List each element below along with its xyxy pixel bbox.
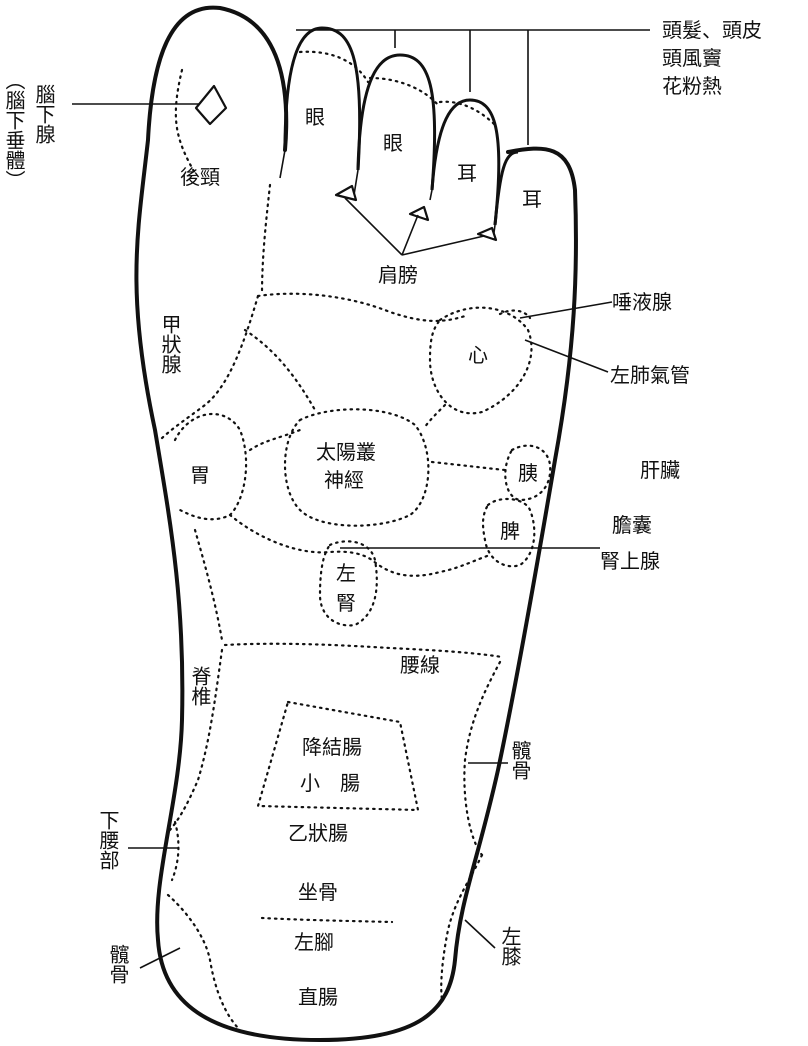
label-liver: 肝臟 (640, 458, 680, 482)
zone-stomach: 胃 (190, 463, 210, 487)
callout-hair-line (296, 29, 650, 145)
callout-lung-line (524, 339, 609, 373)
shoulder-mark-1 (334, 184, 358, 202)
lumbar-line (223, 642, 504, 659)
zone-eye-2: 眼 (383, 131, 403, 155)
toe-dotted-3 (368, 76, 440, 107)
zone-ear-2: 耳 (522, 187, 542, 211)
zone-sigmoid: 乙狀腸 (288, 821, 348, 845)
stomach-zone (173, 412, 248, 521)
zone-left-foot: 左腳 (294, 930, 334, 954)
toe-2-outline (283, 26, 362, 171)
zone-spine: 脊椎 (188, 666, 212, 706)
label-gallbladder: 膽囊 (612, 513, 652, 537)
foot-outline (134, 5, 578, 1042)
colon-zone (256, 700, 420, 812)
callout-hip-left-line (139, 947, 181, 969)
stomach-edge (248, 428, 302, 452)
pituitary-mark (194, 84, 228, 126)
sciatic-line (260, 916, 394, 924)
zone-solar-plexus-1: 太陽叢 (316, 440, 376, 464)
toe-3-outline (356, 53, 437, 191)
label-hip-left: 髖骨 (106, 944, 130, 984)
pancreas-link (430, 460, 507, 472)
zone-colon: 降結腸 (302, 735, 362, 759)
shoulder-mark-3 (476, 226, 498, 242)
heart-zone (428, 306, 533, 415)
zone-left-kidney-2: 腎 (336, 591, 356, 615)
label-left-knee: 左膝 (498, 926, 522, 966)
thyroid-line (158, 294, 260, 442)
zone-shoulder: 肩膀 (378, 263, 418, 287)
knee-zone (440, 853, 484, 1002)
spine-upper (193, 528, 224, 642)
hip-right-zone (463, 660, 502, 857)
diaphragm-line (256, 292, 467, 323)
lower-back-zone (170, 820, 180, 882)
toe-crease-1 (279, 149, 286, 179)
toe-dotted-5 (260, 183, 272, 297)
label-hair-scalp: 頭髮、頭皮 (662, 18, 762, 42)
label-pituitary: 腦下腺 (32, 84, 56, 144)
thyroid-arc (243, 328, 317, 412)
zone-rectum: 直腸 (298, 985, 338, 1009)
zone-sciatic: 坐骨 (298, 880, 338, 904)
zone-pancreas: 胰 (518, 461, 538, 485)
callout-saliva-line (519, 301, 613, 319)
callout-shoulder-line (344, 197, 485, 256)
zone-eye-1: 眼 (305, 105, 325, 129)
heart-tail (422, 403, 447, 430)
pancreas-zone (504, 444, 552, 502)
zone-spleen: 脾 (500, 519, 520, 543)
label-pituitary-alt: （腦下垂體） (2, 70, 26, 190)
label-sinus: 頭風竇 (662, 46, 722, 70)
zone-lumbar-gland: 腰線 (400, 653, 440, 677)
zone-thyroid: 甲狀腺 (158, 314, 182, 374)
label-lower-back: 下腰部 (96, 810, 120, 870)
callout-knee-line (464, 919, 496, 949)
zone-solar-plexus-2: 神經 (324, 468, 364, 492)
zone-heart: 心 (468, 343, 488, 367)
solar-plexus-zone (284, 408, 430, 527)
hip-left-zone (166, 893, 242, 1032)
spine-lower (168, 648, 224, 832)
toe-5-outline (493, 150, 519, 226)
zone-neck: 後頸 (180, 165, 220, 189)
waist-curve (228, 513, 492, 577)
label-adrenal: 腎上腺 (600, 549, 660, 573)
toe-dotted-1 (174, 68, 198, 177)
zone-ear-1: 耳 (457, 161, 477, 185)
toe-4-outline (430, 98, 501, 226)
label-left-lung: 左肺氣管 (610, 363, 690, 387)
zone-small-intestine: 小 腸 (300, 771, 360, 795)
label-hay-fever: 花粉熱 (662, 74, 722, 98)
label-hip-right: 髖骨 (508, 740, 532, 780)
shoulder-mark-2 (408, 205, 430, 222)
toe-crease-3 (429, 189, 433, 201)
toe-crease-2 (353, 169, 359, 196)
toe-dotted-2 (298, 50, 370, 84)
label-saliva-gland: 唾液腺 (612, 290, 672, 314)
zone-left-kidney-1: 左 (336, 561, 356, 585)
